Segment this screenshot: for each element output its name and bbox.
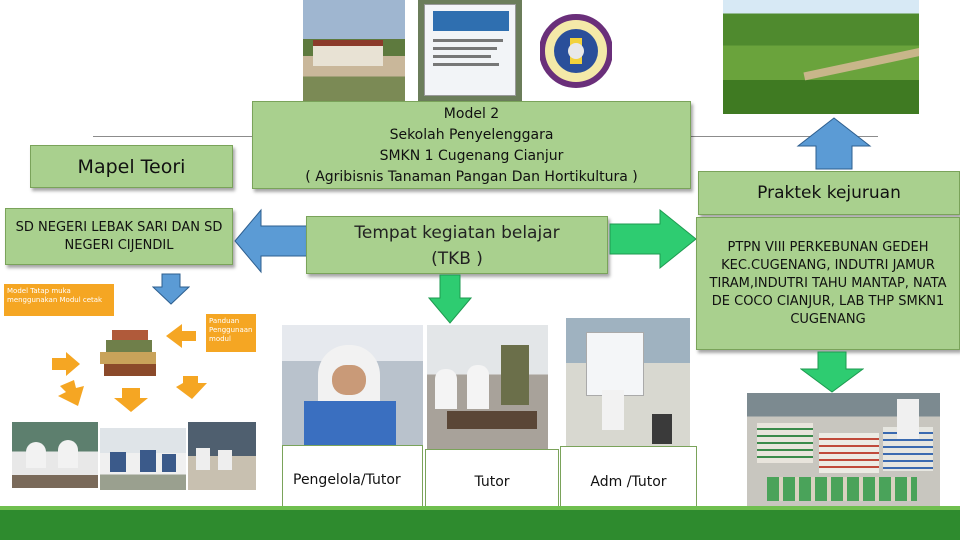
module-cycle-panel: Model Tatap muka menggunakan Modul cetak… — [0, 284, 268, 510]
students-photo-3 — [188, 422, 256, 490]
signboard-photo — [418, 0, 522, 102]
role-adm: Adm /Tutor — [590, 474, 666, 508]
school-name: SMKN 1 Cugenang Cianjur — [253, 146, 690, 167]
model-title: Model 2 — [253, 104, 690, 125]
school-photo — [303, 0, 405, 102]
praktek-kejuruan-box: Praktek kejuruan — [698, 171, 960, 215]
arrow-down-practice — [800, 351, 864, 393]
sd-school-label: SD NEGERI LEBAK SARI DAN SD NEGERI CIJEN… — [12, 219, 226, 255]
role-pengelola: Pengelola/Tutor — [293, 472, 401, 508]
tutor-photo-2 — [427, 325, 548, 449]
school-info-box: Model 2 Sekolah Penyelenggara SMKN 1 Cug… — [252, 101, 691, 189]
role-adm-box: Adm /Tutor — [560, 446, 697, 509]
students-photo-1 — [12, 422, 98, 488]
mapel-teori-box: Mapel Teori — [30, 145, 233, 188]
footer-band — [0, 510, 960, 540]
tkb-box: Tempat kegiatan belajar (TKB ) — [306, 216, 608, 274]
arrow-left-theory — [233, 208, 309, 275]
ptpn-box: PTPN VIII PERKEBUNAN GEDEH KEC.CUGENANG,… — [696, 217, 960, 350]
tkb-subtitle: (TKB ) — [307, 246, 607, 272]
arrow-up-practice — [796, 116, 872, 171]
school-logo — [540, 14, 612, 88]
mapel-teori-label: Mapel Teori — [78, 156, 186, 178]
ptpn-label: PTPN VIII PERKEBUNAN GEDEH KEC.CUGENANG,… — [703, 239, 953, 329]
role-pengelola-box: Pengelola/Tutor — [282, 445, 423, 509]
mushroom-trays-photo — [747, 393, 940, 510]
arrow-right-practice — [608, 208, 698, 270]
tutor-photo-3 — [566, 318, 690, 446]
role-tutor: Tutor — [474, 474, 509, 508]
praktek-kejuruan-label: Praktek kejuruan — [757, 183, 901, 203]
connector-line-left — [93, 136, 253, 137]
arrow-down-tkb — [428, 274, 472, 324]
school-program: ( Agribisnis Tanaman Pangan Dan Hortikul… — [253, 167, 690, 188]
tutor-photo-1 — [282, 325, 423, 445]
role-tutor-box: Tutor — [425, 449, 559, 509]
tkb-title: Tempat kegiatan belajar — [307, 220, 607, 246]
tea-plantation-photo — [723, 0, 919, 114]
sd-school-box: SD NEGERI LEBAK SARI DAN SD NEGERI CIJEN… — [5, 208, 233, 265]
students-photo-2 — [100, 428, 186, 490]
school-type: Sekolah Penyelenggara — [253, 125, 690, 146]
